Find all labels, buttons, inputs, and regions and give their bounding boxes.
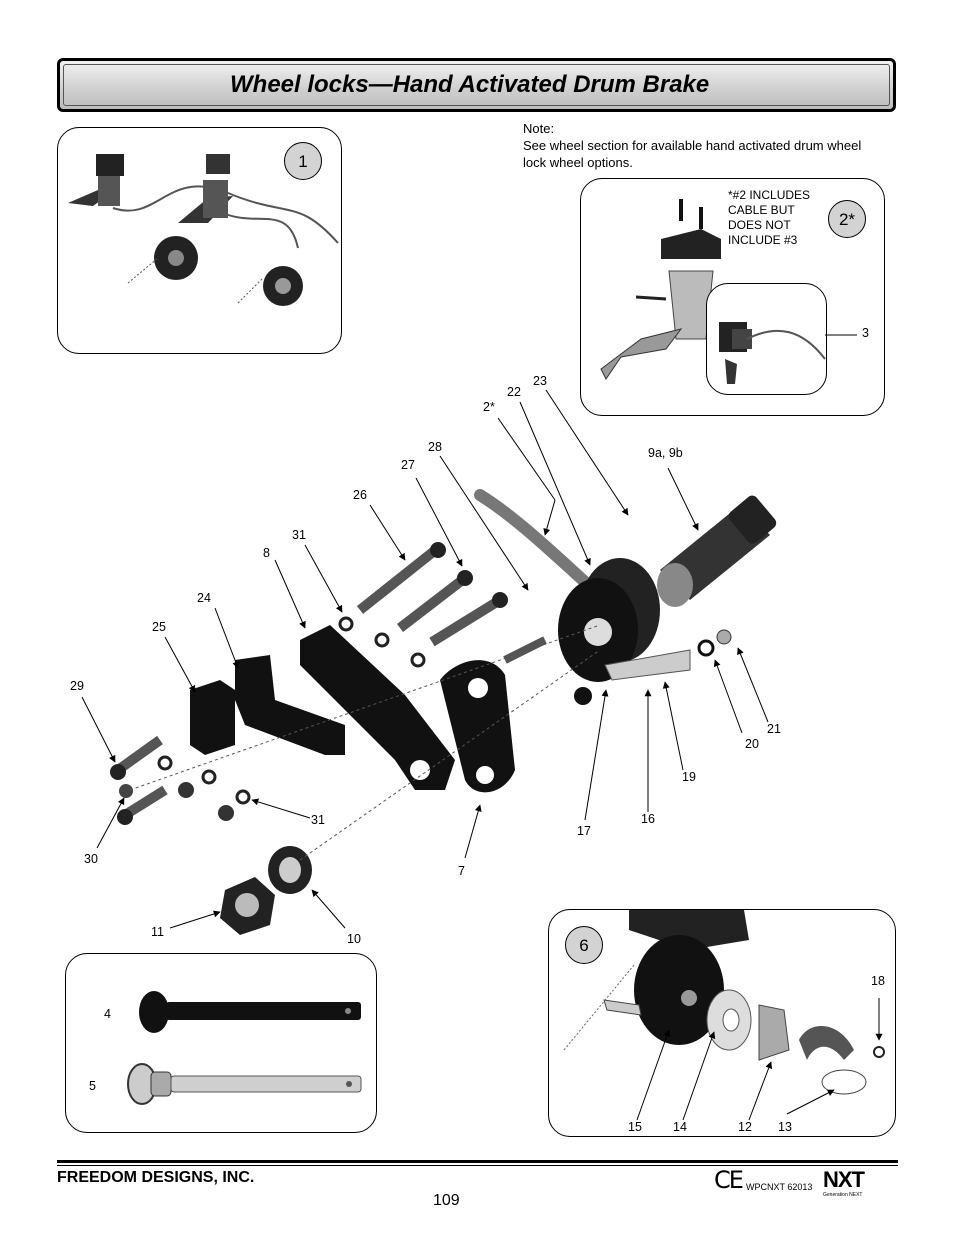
panel-1-illustration bbox=[68, 154, 339, 306]
callout-30: 30 bbox=[84, 852, 98, 866]
panel-axles: 4 5 bbox=[65, 953, 377, 1133]
panel-2-badge: 2* bbox=[828, 200, 866, 238]
panel-2-inset-illustration bbox=[719, 322, 826, 384]
callout-5: 5 bbox=[89, 1079, 96, 1093]
footer-rule-thick bbox=[57, 1160, 898, 1163]
title-bar: Wheel locks—Hand Activated Drum Brake bbox=[57, 58, 896, 112]
panel-6-badge: 6 bbox=[565, 926, 603, 964]
callout-26: 26 bbox=[353, 488, 367, 502]
title-inner-border bbox=[63, 64, 890, 106]
callout-8: 8 bbox=[263, 546, 270, 560]
callout-31-bottom: 31 bbox=[311, 813, 325, 827]
callout-27: 27 bbox=[401, 458, 415, 472]
panel-axles-illustration bbox=[127, 991, 362, 1105]
panel-6: 6 18 15 14 12 13 bbox=[548, 909, 896, 1137]
callout-9a-9b: 9a, 9b bbox=[648, 446, 683, 460]
footer-rule-thin bbox=[57, 1165, 898, 1166]
panel-2-inset bbox=[706, 283, 827, 395]
note-block: Note: See wheel section for available ha… bbox=[523, 120, 868, 171]
footer-company: FREEDOM DESIGNS, INC. bbox=[57, 1169, 255, 1186]
callout-15: 15 bbox=[628, 1120, 642, 1134]
callout-10: 10 bbox=[347, 932, 361, 946]
callout-12: 12 bbox=[738, 1120, 752, 1134]
callout-22: 22 bbox=[507, 385, 521, 399]
panel-2-note: *#2 INCLUDES CABLE BUT DOES NOT INCLUDE … bbox=[728, 188, 811, 247]
footer-code: WPCNXT 62013 bbox=[746, 1182, 813, 1192]
callout-18: 18 bbox=[871, 974, 885, 988]
panel-2-illustration bbox=[600, 199, 721, 380]
callout-28: 28 bbox=[428, 440, 442, 454]
panel-2-leader bbox=[825, 334, 857, 336]
callout-3: 3 bbox=[862, 326, 869, 340]
callout-16: 16 bbox=[641, 812, 655, 826]
callout-13: 13 bbox=[778, 1120, 792, 1134]
callout-29: 29 bbox=[70, 679, 84, 693]
callout-23: 23 bbox=[533, 374, 547, 388]
note-heading: Note: bbox=[523, 121, 555, 136]
callout-11: 11 bbox=[151, 925, 164, 939]
callout-24: 24 bbox=[197, 591, 211, 605]
panel-1: 1 bbox=[57, 127, 342, 354]
page-title: Wheel locks—Hand Activated Drum Brake bbox=[230, 71, 710, 98]
callout-4: 4 bbox=[104, 1007, 111, 1021]
callout-17: 17 bbox=[577, 824, 591, 838]
callout-20: 20 bbox=[745, 737, 759, 751]
panel-1-badge: 1 bbox=[284, 142, 322, 180]
callout-19: 19 bbox=[682, 770, 696, 784]
nxt-logo: NXT bbox=[823, 1167, 865, 1192]
callout-2star: 2* bbox=[483, 400, 495, 414]
nxt-logo-tagline: Generation NEXT bbox=[823, 1192, 863, 1198]
note-body: See wheel section for available hand act… bbox=[523, 138, 862, 170]
callout-31-top: 31 bbox=[292, 528, 306, 542]
callout-25: 25 bbox=[152, 620, 166, 634]
callout-7: 7 bbox=[458, 864, 465, 878]
callout-21: 21 bbox=[767, 722, 781, 736]
page-number: 109 bbox=[433, 1192, 460, 1209]
callout-14: 14 bbox=[673, 1120, 687, 1134]
ce-mark: CE bbox=[714, 1166, 744, 1194]
panel-6-illustration bbox=[563, 910, 885, 1121]
